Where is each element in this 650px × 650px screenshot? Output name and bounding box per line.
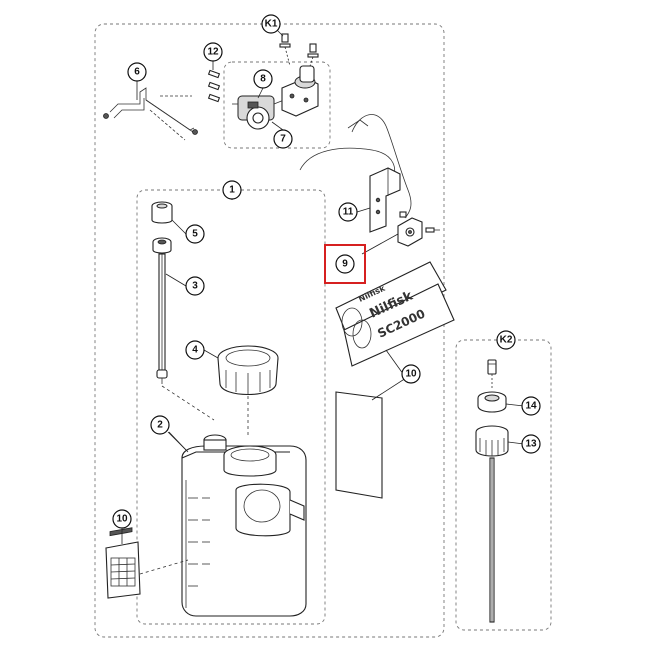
kit-k1-callout: K1 — [261, 14, 281, 34]
part-12-screws — [207, 60, 221, 103]
kit-k1-label: K1 — [265, 19, 278, 30]
part-13-cap-nut — [475, 425, 509, 457]
part-10-small-label — [105, 527, 141, 599]
callout-1: 1 — [222, 180, 242, 200]
callout-3: 3 — [185, 276, 205, 296]
part-3-suction-tube — [156, 253, 168, 384]
callout-4-label: 4 — [192, 345, 198, 356]
pump-assembly-boundary — [223, 61, 331, 149]
callout-4: 4 — [185, 340, 205, 360]
leader-2 — [167, 431, 187, 451]
kit-k2-boundary — [455, 339, 552, 631]
part-6-bracket — [103, 87, 198, 141]
kit-k2-callout: K2 — [496, 330, 516, 350]
part-9-sensor — [397, 211, 440, 247]
part-11-bracket — [369, 167, 401, 233]
part-14-filter-cap — [477, 391, 507, 413]
wire-harness — [299, 114, 412, 219]
callout-8-label: 8 — [260, 74, 266, 85]
callout-9: 9 — [335, 254, 355, 274]
callout-2-label: 2 — [157, 420, 163, 431]
callout-2: 2 — [150, 415, 170, 435]
callout-6-label: 6 — [134, 67, 140, 78]
highlight-box-item-9 — [324, 244, 366, 284]
callout-7-label: 7 — [280, 134, 286, 145]
callout-8: 8 — [253, 69, 273, 89]
part-k2-pin — [487, 359, 497, 390]
part-10-decal: Nilfisk SC2000 Nilfisk — [335, 261, 455, 367]
part-motor-mount — [281, 65, 319, 117]
callout-13: 13 — [521, 434, 541, 454]
part-2-tank — [181, 434, 307, 617]
callout-3-label: 3 — [192, 281, 198, 292]
callout-5-label: 5 — [192, 229, 198, 240]
part-8-pump — [232, 95, 285, 130]
callout-13-label: 13 — [525, 439, 537, 450]
tube-alignment-line — [161, 385, 215, 421]
part-k2-tube — [489, 457, 495, 623]
callout-11-label: 11 — [343, 207, 354, 218]
callout-10-label: 10 — [112, 509, 132, 529]
callout-10-label-label: 10 — [116, 514, 128, 525]
callout-6: 6 — [127, 62, 147, 82]
kit-k2-label: K2 — [500, 335, 513, 346]
kit-k1-boundary — [94, 23, 445, 638]
callout-10-decal: 10 — [401, 364, 421, 384]
callout-11: 11 — [338, 202, 358, 222]
callout-14: 14 — [521, 396, 541, 416]
callout-1-label: 1 — [229, 185, 235, 196]
part-5-filter-cap — [151, 201, 173, 254]
callout-12: 12 — [203, 42, 223, 62]
part-10-label-sheet — [335, 391, 383, 499]
part-4-tank-cap — [217, 345, 279, 395]
motor-fasteners — [279, 33, 319, 67]
tank-level-marks — [188, 497, 210, 587]
label-to-tank-line — [139, 559, 189, 575]
callout-9-label: 9 — [342, 259, 348, 270]
callout-14-label: 14 — [525, 401, 537, 412]
callout-5: 5 — [185, 224, 205, 244]
callout-12-label: 12 — [207, 47, 219, 58]
callout-7: 7 — [273, 129, 293, 149]
callout-10-decal-label: 10 — [405, 369, 417, 380]
